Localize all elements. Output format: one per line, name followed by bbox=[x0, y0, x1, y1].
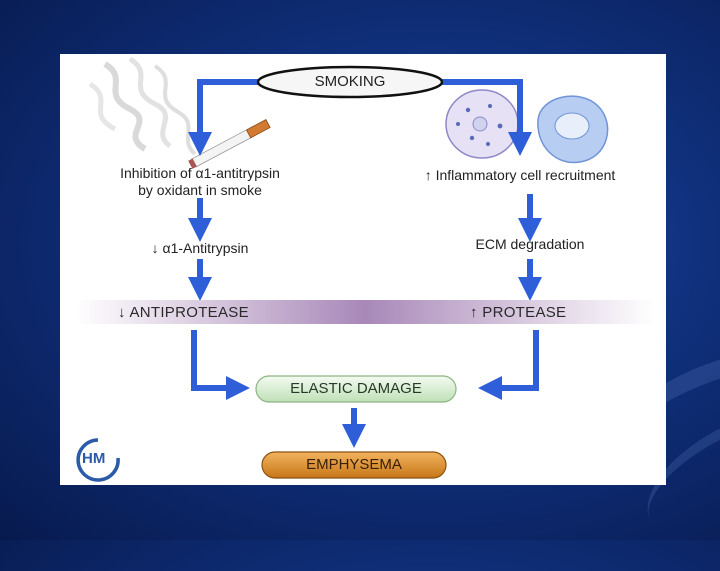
smoking-label: SMOKING bbox=[314, 73, 386, 90]
inhibition-label-line1: Inhibition of α1-antitrypsin bbox=[120, 165, 280, 181]
arrow-smoking-to-right bbox=[440, 79, 532, 156]
elastic-damage-label: ELASTIC DAMAGE bbox=[290, 380, 422, 397]
smoke-icon bbox=[88, 56, 197, 156]
protease-balance-band bbox=[75, 300, 655, 324]
arrow-smoking-to-left bbox=[188, 79, 258, 156]
arrow-protease-to-elastic-damage bbox=[478, 330, 539, 400]
slide-card: SMOKING Inhibition of α1-antitrypsin by … bbox=[60, 54, 666, 485]
recruitment-label: ↑ Inflammatory cell recruitment bbox=[424, 167, 616, 183]
hm-logo bbox=[76, 438, 120, 482]
emphysema-node bbox=[261, 451, 447, 479]
pathogenesis-diagram bbox=[75, 56, 655, 482]
cigarette-icon bbox=[188, 119, 271, 169]
hm-logo-text: HM bbox=[82, 450, 106, 467]
neutrophil-cell-icon bbox=[445, 89, 519, 159]
antiprotease-label: ↓ ANTIPROTEASE bbox=[118, 304, 249, 321]
arrow-antiprotease-to-elastic-damage bbox=[191, 330, 250, 400]
elastic-damage-node bbox=[255, 375, 457, 403]
inhibition-label-line2: by oxidant in smoke bbox=[138, 182, 262, 198]
ecm-degradation-label: ECM degradation bbox=[475, 236, 585, 252]
emphysema-label: EMPHYSEMA bbox=[306, 456, 402, 473]
antitrypsin-label: ↓ α1-Antitrypsin bbox=[151, 240, 249, 256]
smoking-node bbox=[256, 65, 444, 99]
macrophage-cell-icon bbox=[537, 95, 609, 164]
protease-label: ↑ PROTEASE bbox=[470, 304, 567, 321]
